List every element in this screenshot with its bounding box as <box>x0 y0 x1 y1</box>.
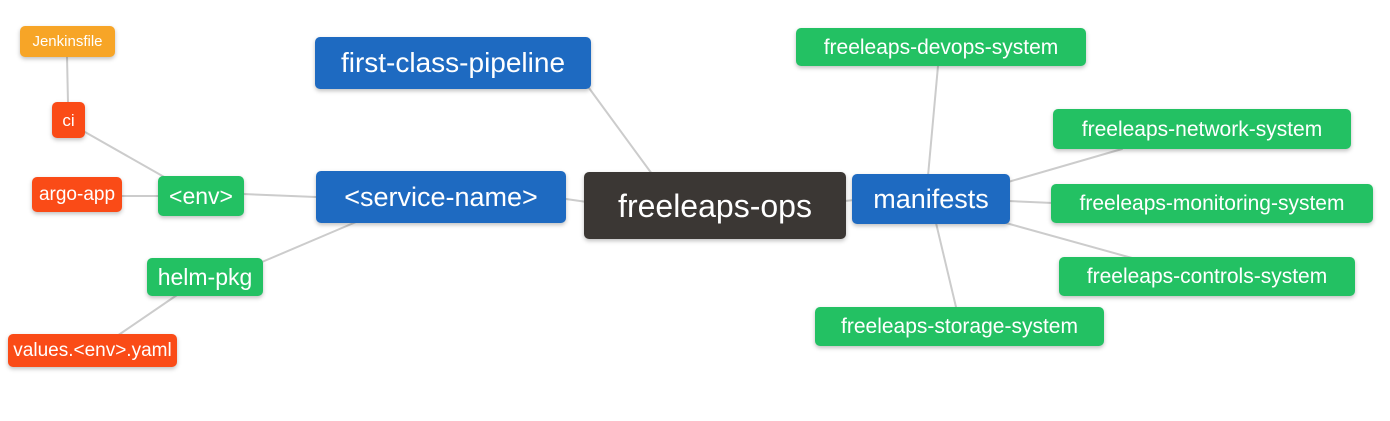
node-env[interactable]: <env> <box>158 176 244 216</box>
node-freeleaps-monitoring-system[interactable]: freeleaps-monitoring-system <box>1051 184 1373 223</box>
node-service-name[interactable]: <service-name> <box>316 171 566 223</box>
edge-servicename-ops <box>565 198 588 203</box>
node-freeleaps-ops[interactable]: freeleaps-ops <box>584 172 846 239</box>
node-freeleaps-storage-system[interactable]: freeleaps-storage-system <box>815 307 1104 346</box>
node-helm-pkg[interactable]: helm-pkg <box>147 258 263 296</box>
edge-servicename-helmpkg <box>261 221 357 263</box>
node-freeleaps-devops-system[interactable]: freeleaps-devops-system <box>796 28 1086 66</box>
edge-manifests-monitoring <box>1007 200 1054 204</box>
node-values-env-yaml[interactable]: values.<env>.yaml <box>8 334 177 367</box>
node-freeleaps-network-system[interactable]: freeleaps-network-system <box>1053 109 1351 149</box>
edge-env-servicename <box>242 193 317 198</box>
edge-manifests-controls <box>1005 222 1133 259</box>
edge-devops-manifests <box>927 65 939 177</box>
node-argo-app[interactable]: argo-app <box>32 177 122 212</box>
edge-ci-env <box>84 131 167 179</box>
node-manifests[interactable]: manifests <box>852 174 1010 224</box>
node-ci[interactable]: ci <box>52 102 85 138</box>
edge-firstclass-ops <box>588 87 653 175</box>
edge-jenkinsfile-ci <box>66 55 69 104</box>
edge-manifests-storage <box>935 222 957 308</box>
node-first-class-pipeline[interactable]: first-class-pipeline <box>315 37 591 89</box>
edge-helmpkg-values <box>116 294 178 337</box>
node-jenkinsfile[interactable]: Jenkinsfile <box>20 26 115 57</box>
node-freeleaps-controls-system[interactable]: freeleaps-controls-system <box>1059 257 1355 296</box>
edge-manifests-network <box>1007 148 1123 183</box>
